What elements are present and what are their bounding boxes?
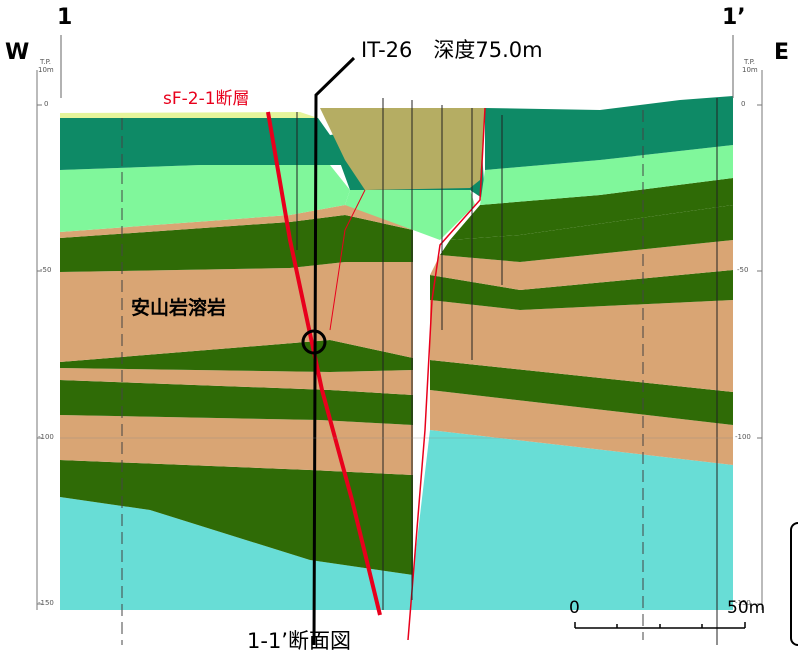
fault-intersection-marker [301,329,327,355]
scale-start-label: 0 [569,598,580,618]
scale-end-label: 50m [727,598,766,618]
layer-right-green-top [450,178,733,240]
figure-title: 1-1’断面図 [247,629,351,653]
tick-right-50: -50 [737,266,749,274]
tp-unit-left: 10m [38,66,54,74]
layer-tan-3 [60,368,413,395]
borehole-it-26 [312,56,356,646]
dashed-reference-lines [121,110,644,645]
tick-left-150: -150 [38,599,54,607]
layer-right-tan-mid [430,300,733,392]
tp-label-left: T.P. [40,58,52,66]
tick-left-50: -50 [40,266,52,274]
layer-right-green-upper [440,205,733,262]
rock-unit-label: 安山岩溶岩 [131,297,227,319]
tick-left-0: 0 [44,100,49,108]
layer-dark-green-deep [60,460,413,575]
tp-label-right: T.P. [744,58,756,66]
layer-right-tan-lower [430,390,733,465]
tick-right-100: -100 [735,433,751,441]
side-panel-edge [790,522,798,646]
layer-right-green-mid [430,270,733,310]
layer-right-tan-upper [430,240,733,290]
section-label-right: 1’ [722,5,746,30]
layer-teal-right [485,96,733,170]
layer-yellow-surface [60,112,318,118]
minor-fault-left [329,189,366,331]
layer-light-green-right [480,145,733,205]
layer-light-green-left [60,165,350,232]
scale-bar [574,622,746,629]
layer-right-green-lower [430,360,733,425]
borehole-lines [296,98,718,645]
layer-tan-deep [60,415,413,475]
depth-axis-left [36,70,42,610]
layer-dark-green-1 [60,215,413,272]
minor-fault-right [407,107,486,641]
direction-west: W [5,40,30,65]
direction-east: E [774,40,790,65]
tick-right-0: 0 [741,100,746,108]
layer-teal-left [60,118,350,170]
fault-label: sF-2-1断層 [163,89,250,109]
depth-axis-right [757,70,763,610]
tick-left-100: -100 [38,433,54,441]
tick-right-150: -150 [735,599,751,607]
main-fault-sf-2-1 [266,111,382,616]
layer-dark-green-3 [60,380,413,425]
layer-cyan-basement [60,430,733,610]
borehole-label: IT-26 深度75.0m [361,38,543,62]
layer-olive-valley [320,108,485,190]
tp-unit-right: 10m [742,66,758,74]
layer-tan-upper [60,205,413,238]
section-label-left: 1 [57,5,73,30]
